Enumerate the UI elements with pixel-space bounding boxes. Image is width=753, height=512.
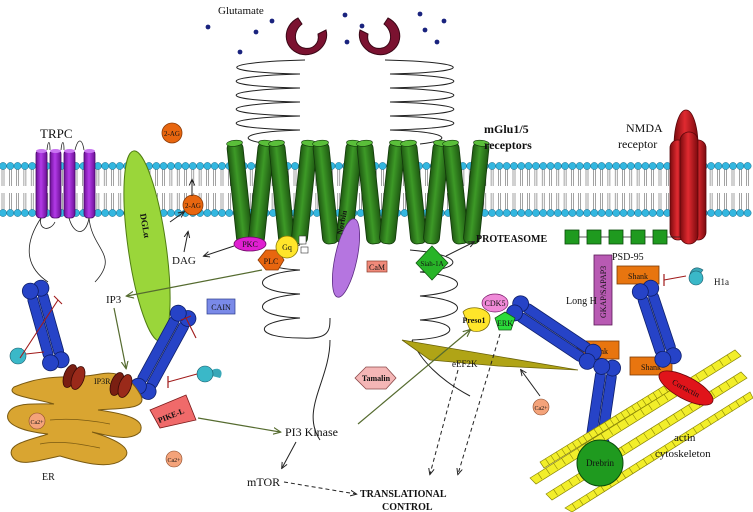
arrow-pi3k-to-mtor: [282, 441, 297, 468]
norbin: Norbin: [332, 209, 360, 298]
translational-label-line2: CONTROL: [382, 502, 433, 512]
plc-label: PLC: [264, 257, 279, 266]
inhibition-lines: [19, 295, 197, 359]
arrow-dgla-to-2ag: [169, 212, 184, 223]
ip3r-label: IP3R: [94, 377, 111, 386]
arrow-pike-to-pi3k: [197, 417, 280, 432]
gkap-label: GKAP/SAPAP3: [599, 266, 608, 318]
two-ag-inner-molecule: 2-AG: [182, 194, 204, 216]
calcium-lower: Ca2+: [165, 450, 183, 468]
gq-protein: Gq: [275, 235, 309, 259]
gkap-sapap3: GKAP/SAPAP3: [593, 254, 613, 326]
preso-label: Preso1: [463, 316, 486, 325]
actin-label-line1: actin: [674, 432, 696, 444]
cortactin: Cortactin: [658, 370, 714, 406]
two-ag-top-label: 2-AG: [164, 130, 180, 138]
cdk5: CDK5: [481, 293, 509, 313]
trpc-label: TRPC: [40, 126, 73, 141]
cam-label: CaM: [369, 263, 385, 272]
mglu-ligand-binding-domain-right: [358, 17, 401, 56]
drebrin-label: Drebrin: [586, 458, 614, 468]
mglu-transmembrane-helices: [226, 139, 490, 245]
shank-low-label: Shank: [641, 363, 661, 372]
arrow-siah-to-proteasome: [445, 242, 474, 257]
nmda-label-line2: receptor: [618, 137, 657, 151]
mglu-intracellular-loops: [262, 244, 471, 441]
gq-label: Gq: [282, 243, 292, 252]
arrow-ca-to-eef2k: [521, 370, 541, 397]
proteasome-label: PROTEASOME: [476, 234, 547, 245]
ca-mid-label: Ca2+: [534, 406, 548, 412]
arrow-ip3-to-ip3r: [113, 307, 126, 368]
eef2k: eEF2K: [401, 339, 579, 371]
long-h-label: Long H: [566, 296, 597, 307]
arrow-pi3k-to-erk: [357, 330, 470, 425]
pike-l: PIKE-L: [149, 394, 197, 429]
two-ag-top-molecule: 2-AG: [161, 122, 183, 144]
psd95-label: PSD-95: [612, 252, 644, 263]
mglu-label-line1: mGlu1/5: [484, 122, 529, 136]
dag-label: DAG: [172, 255, 196, 267]
dgla-label: DGLα: [138, 213, 152, 239]
cdk5-label: CDK5: [485, 299, 506, 308]
siah-label: Siah-1A: [420, 260, 443, 268]
ca-lower-label: Ca2+: [167, 458, 181, 464]
psd-95: [564, 229, 680, 245]
homer-1a: H1a: [663, 267, 729, 287]
endoplasmic-reticulum: ER: [7, 372, 143, 483]
calcium-er: Ca2+: [28, 412, 46, 430]
eef2k-label: eEF2K: [452, 359, 478, 369]
arrow-erk-to-translation: [458, 333, 501, 474]
tamalin-label: Tamalin: [362, 374, 391, 383]
nmda-receptor: [669, 109, 707, 245]
erk: ERK: [494, 311, 516, 331]
arrow-plc-to-ip3: [127, 269, 263, 296]
mglu-label-line2: receptors: [484, 138, 532, 152]
pi3k-label: PI3 Kinase: [285, 425, 338, 439]
glutamate-label: Glutamate: [218, 5, 264, 17]
arrow-eef2k-to-translation: [430, 369, 459, 474]
ip3-label: IP3: [106, 294, 122, 306]
nmda-label-line1: NMDA: [626, 121, 663, 135]
erk-label: ERK: [497, 319, 513, 328]
homer-1a-center: [167, 365, 222, 388]
ca-er-label: Ca2+: [30, 420, 44, 426]
plc: PLC: [257, 249, 285, 271]
trpc-channel: [28, 140, 106, 283]
calcium-mid: Ca2+: [532, 398, 550, 416]
mtor-label: mTOR: [247, 475, 280, 489]
arrow-pkc-to-dag: [204, 245, 235, 256]
calmodulin: CaM: [366, 260, 388, 273]
shank-top-label: Shank: [628, 272, 648, 281]
ip3r-left: [62, 364, 86, 390]
actin-label-line2: cytoskeleton: [655, 448, 711, 460]
cain: CAIN: [206, 298, 236, 315]
pkc: PKC: [233, 236, 267, 252]
tamalin: Tamalin: [354, 366, 397, 390]
pkc-label: PKC: [242, 240, 258, 249]
siah-1a: Siah-1A: [415, 245, 449, 281]
translational-label-line1: TRANSLATIONAL: [360, 489, 447, 500]
drebrin: Drebrin: [576, 439, 624, 487]
arrow-mtor-to-translation: [283, 481, 356, 494]
ip3r-right: [109, 372, 133, 398]
mglu-ligand-binding-domain-left: [285, 17, 328, 56]
cain-label: CAIN: [211, 303, 231, 312]
mglu-extracellular-loops: [235, 59, 455, 145]
two-ag-inner-label: 2-AG: [185, 202, 201, 210]
homer-1a-left: [9, 347, 45, 365]
preso1: Preso1: [463, 307, 491, 332]
h1a-label: H1a: [714, 277, 729, 287]
er-label: ER: [42, 472, 55, 483]
arrow-dag-up: [183, 232, 188, 253]
